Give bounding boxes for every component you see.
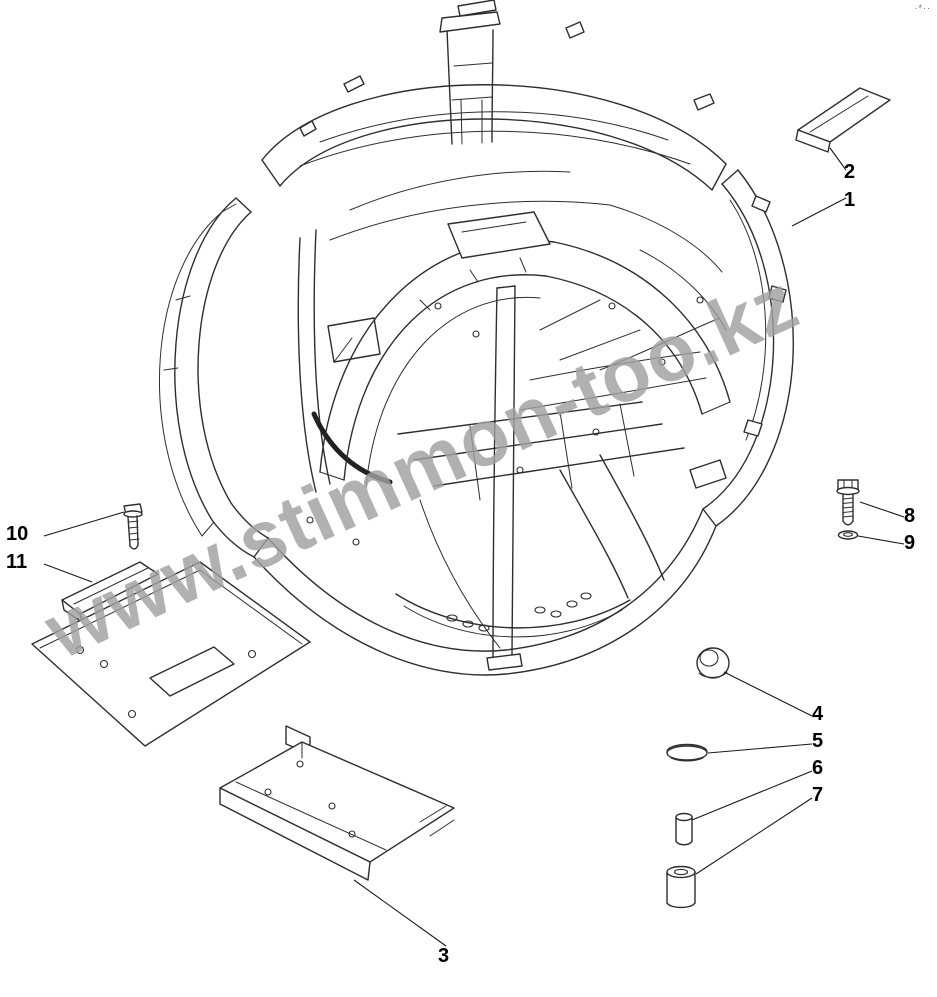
floor-structure: [306, 211, 727, 649]
callout-7: 7: [812, 784, 824, 806]
callout-6: 6: [812, 757, 824, 779]
lower-hoop: [253, 508, 717, 676]
part-5-cap: [666, 743, 708, 762]
left-pillar-and-handle: [297, 229, 393, 493]
callout-3: 3: [438, 945, 450, 967]
left-floor-plate: [31, 561, 311, 747]
watermark-text: www.stimmon-too.kz: [31, 256, 810, 675]
part-6-pin: [675, 812, 693, 846]
callout-11: 11: [6, 551, 28, 573]
part-10-bolt: [123, 503, 143, 550]
corner-print-mark: ·*··: [914, 3, 931, 13]
right-side-frame: [702, 169, 794, 527]
part-7-bushing: [666, 865, 696, 909]
callout-9: 9: [904, 532, 916, 554]
roof-mast: [439, 0, 501, 145]
leader-lines: [43, 147, 905, 947]
cab-frame: [158, 0, 794, 676]
part-3-plate: [219, 725, 455, 881]
callout-1: 1: [844, 189, 856, 211]
roof-structure: [261, 21, 727, 273]
part-11-wedge: [61, 561, 159, 623]
part-9-washer: [837, 530, 859, 540]
center-pillar: [486, 285, 523, 671]
part-2-wedge: [795, 87, 891, 153]
part-8-bolt: [836, 479, 860, 526]
callout-2: 2: [844, 161, 856, 183]
callout-8: 8: [904, 505, 916, 527]
callout-5: 5: [812, 730, 824, 752]
part-4-plug: [696, 647, 730, 679]
callout-4: 4: [812, 703, 824, 725]
left-door-frame: [158, 197, 269, 558]
callout-10: 10: [6, 523, 29, 545]
